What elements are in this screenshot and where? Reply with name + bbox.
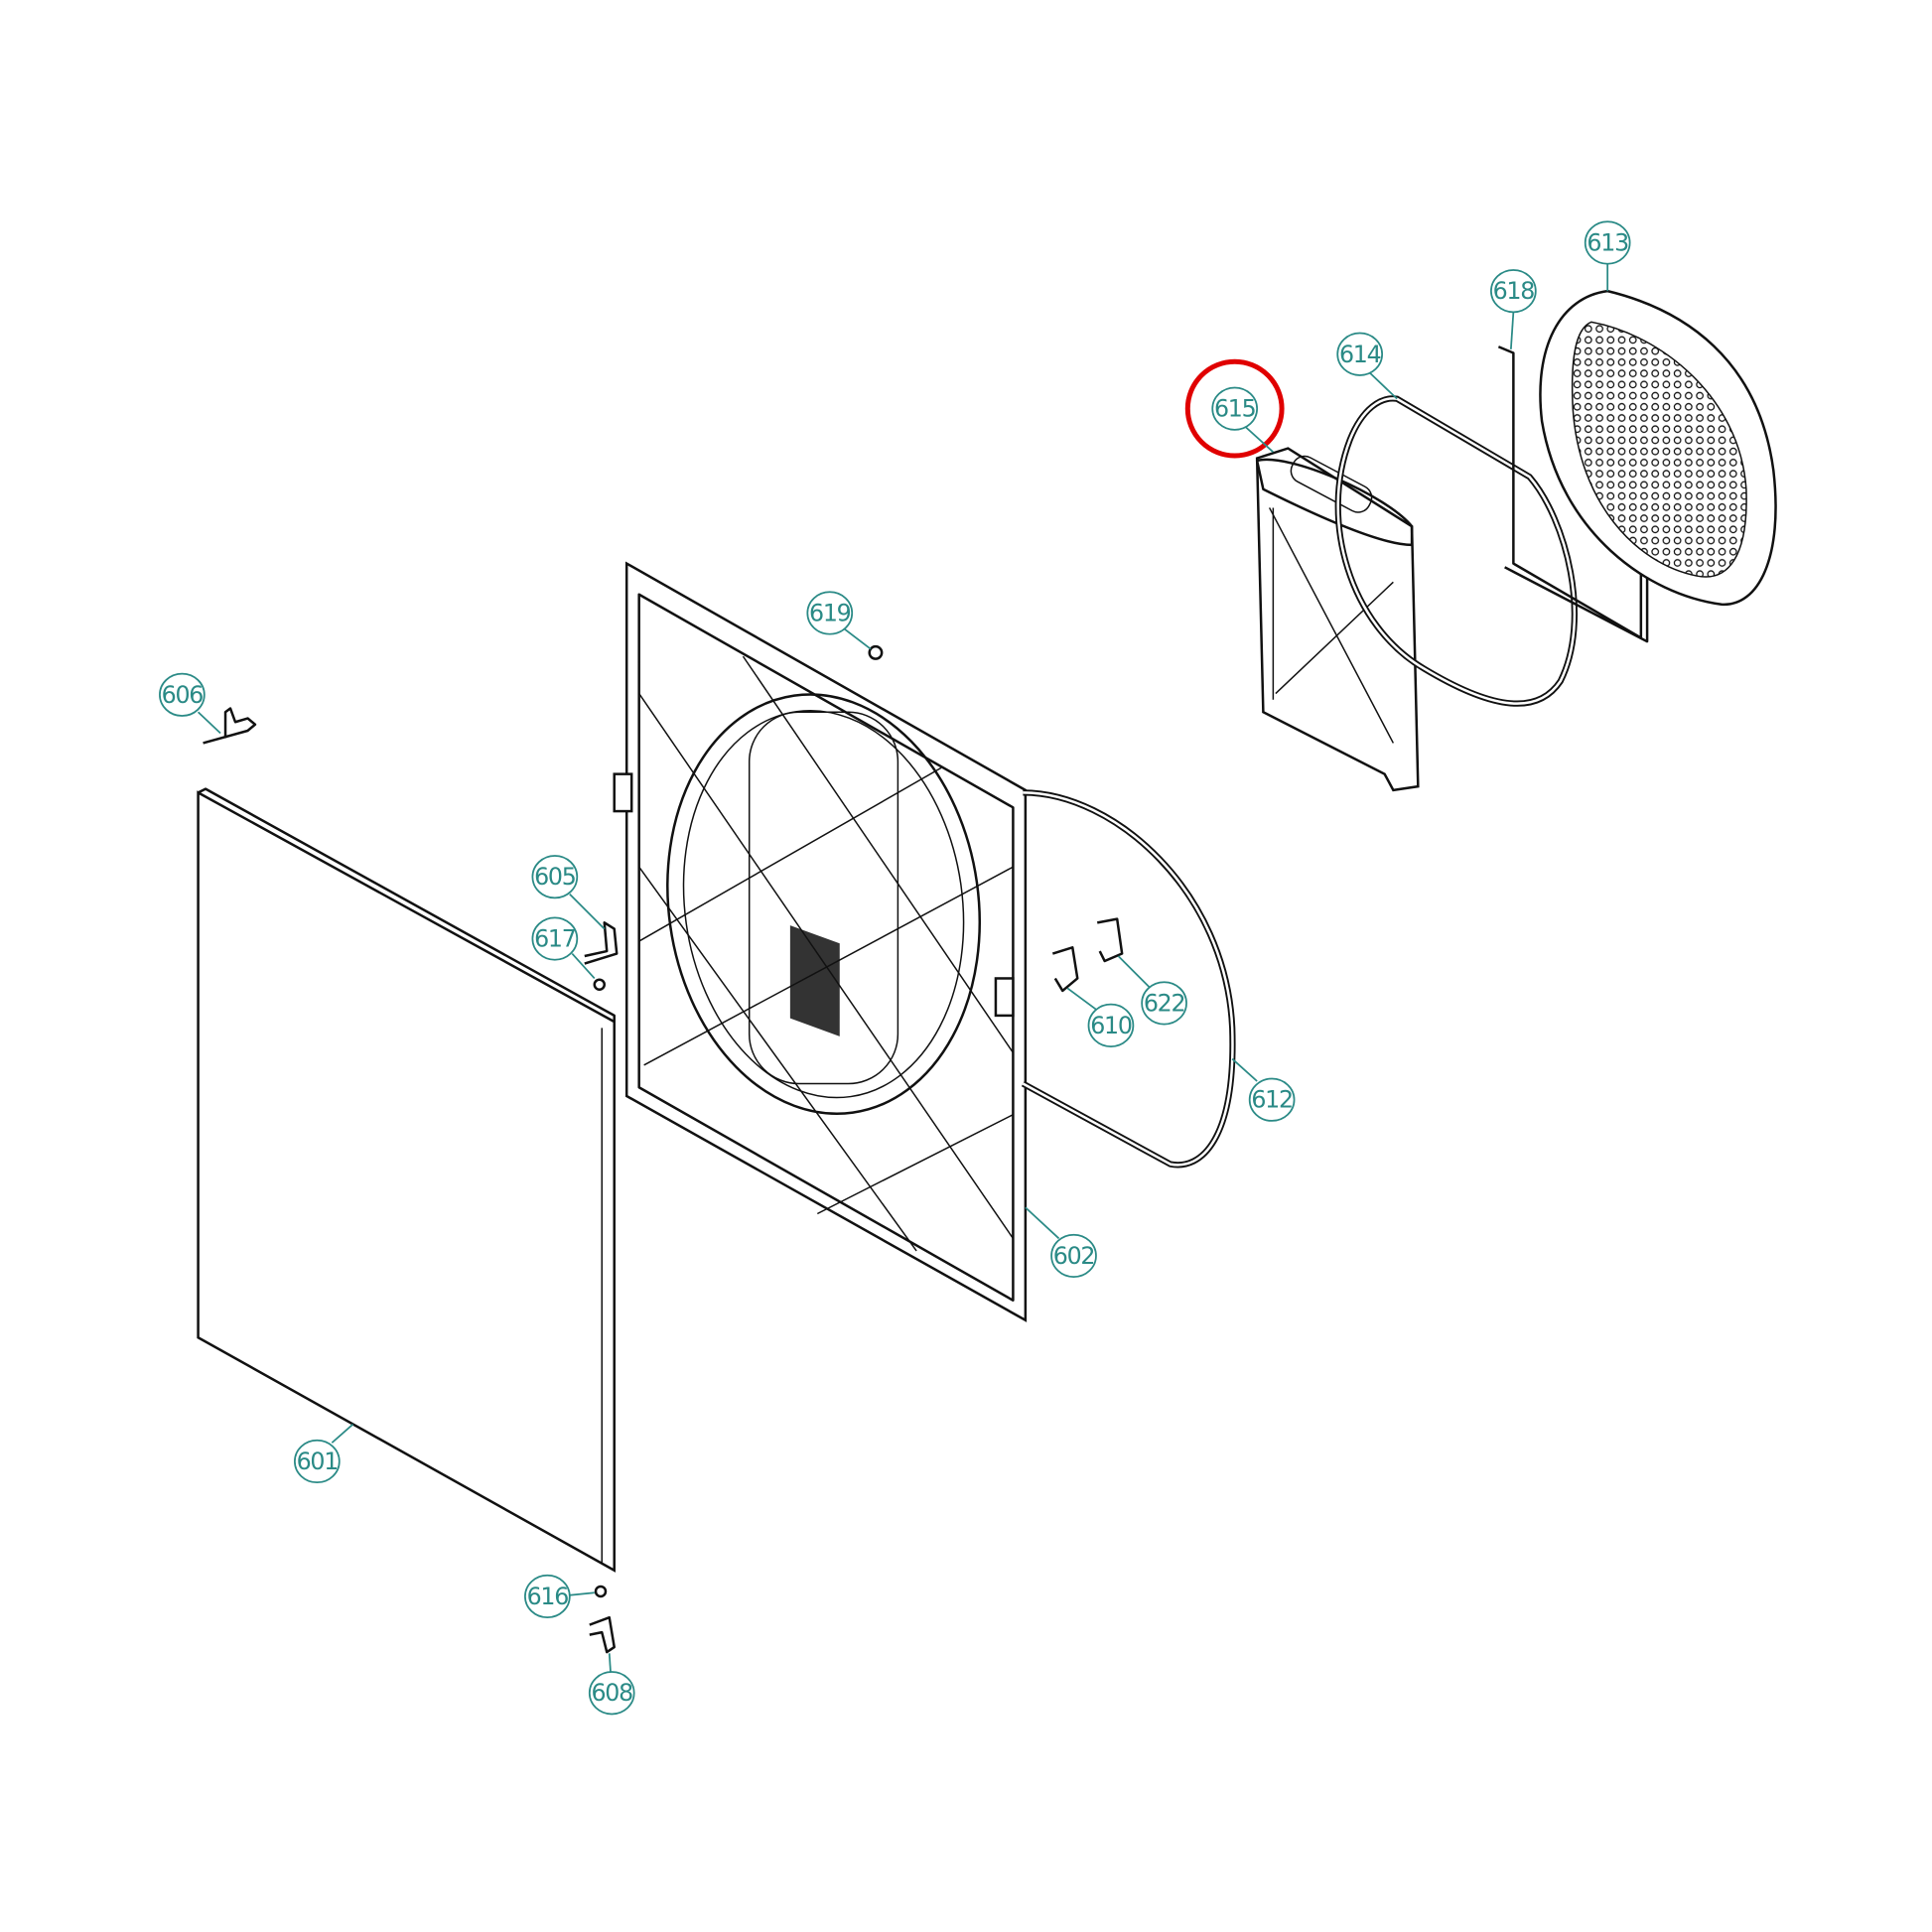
callout-615[interactable]: 615	[1211, 386, 1274, 453]
part-619-clip	[868, 644, 884, 660]
callout-label: 606	[162, 681, 204, 709]
callout-label: 601	[297, 1448, 338, 1475]
callout-616[interactable]: 616	[524, 1574, 595, 1619]
callout-618[interactable]: 618	[1490, 269, 1537, 349]
callout-label: 615	[1214, 395, 1255, 423]
part-612-gasket	[1021, 789, 1236, 1169]
part-613-filter-cover	[1539, 289, 1777, 607]
callout-label: 618	[1493, 277, 1535, 305]
callout-label: 619	[809, 599, 851, 626]
callout-622[interactable]: 622	[1117, 955, 1187, 1026]
callout-606[interactable]: 606	[159, 672, 221, 735]
part-602-inner-door	[613, 561, 1028, 1322]
callout-610[interactable]: 610	[1066, 987, 1135, 1047]
callout-label: 614	[1339, 341, 1381, 368]
callout-605[interactable]: 605	[531, 855, 606, 930]
part-615-frame	[1255, 447, 1420, 792]
part-605-bracket	[584, 921, 619, 991]
callout-label: 602	[1053, 1242, 1094, 1270]
part-608-hinge-lower	[589, 1585, 616, 1654]
part-606-hinge	[203, 707, 257, 745]
callout-612[interactable]: 612	[1231, 1057, 1296, 1122]
callout-619[interactable]: 619	[806, 591, 872, 650]
part-601-door-panel	[197, 787, 616, 1573]
callout-601[interactable]: 601	[294, 1423, 354, 1484]
callout-label: 617	[534, 925, 576, 953]
callout-label: 610	[1090, 1012, 1132, 1039]
callout-label: 612	[1251, 1086, 1292, 1114]
callout-602[interactable]: 602	[1025, 1206, 1097, 1278]
callout-label: 613	[1587, 228, 1628, 256]
callout-label: 622	[1144, 989, 1184, 1017]
callout-614[interactable]: 614	[1336, 332, 1398, 400]
part-614-seal	[1334, 395, 1579, 707]
callout-label: 605	[534, 863, 575, 891]
callout-617[interactable]: 617	[531, 916, 596, 980]
highlight-circle	[1184, 358, 1285, 459]
callout-608[interactable]: 608	[588, 1653, 635, 1716]
part-616-nut	[594, 1585, 608, 1598]
callout-label: 608	[591, 1679, 632, 1707]
callout-613[interactable]: 613	[1584, 220, 1631, 292]
part-610-latch	[1051, 946, 1079, 993]
part-617-nut	[593, 978, 606, 991]
callout-label: 616	[527, 1583, 569, 1610]
part-622-latch	[1096, 917, 1124, 963]
